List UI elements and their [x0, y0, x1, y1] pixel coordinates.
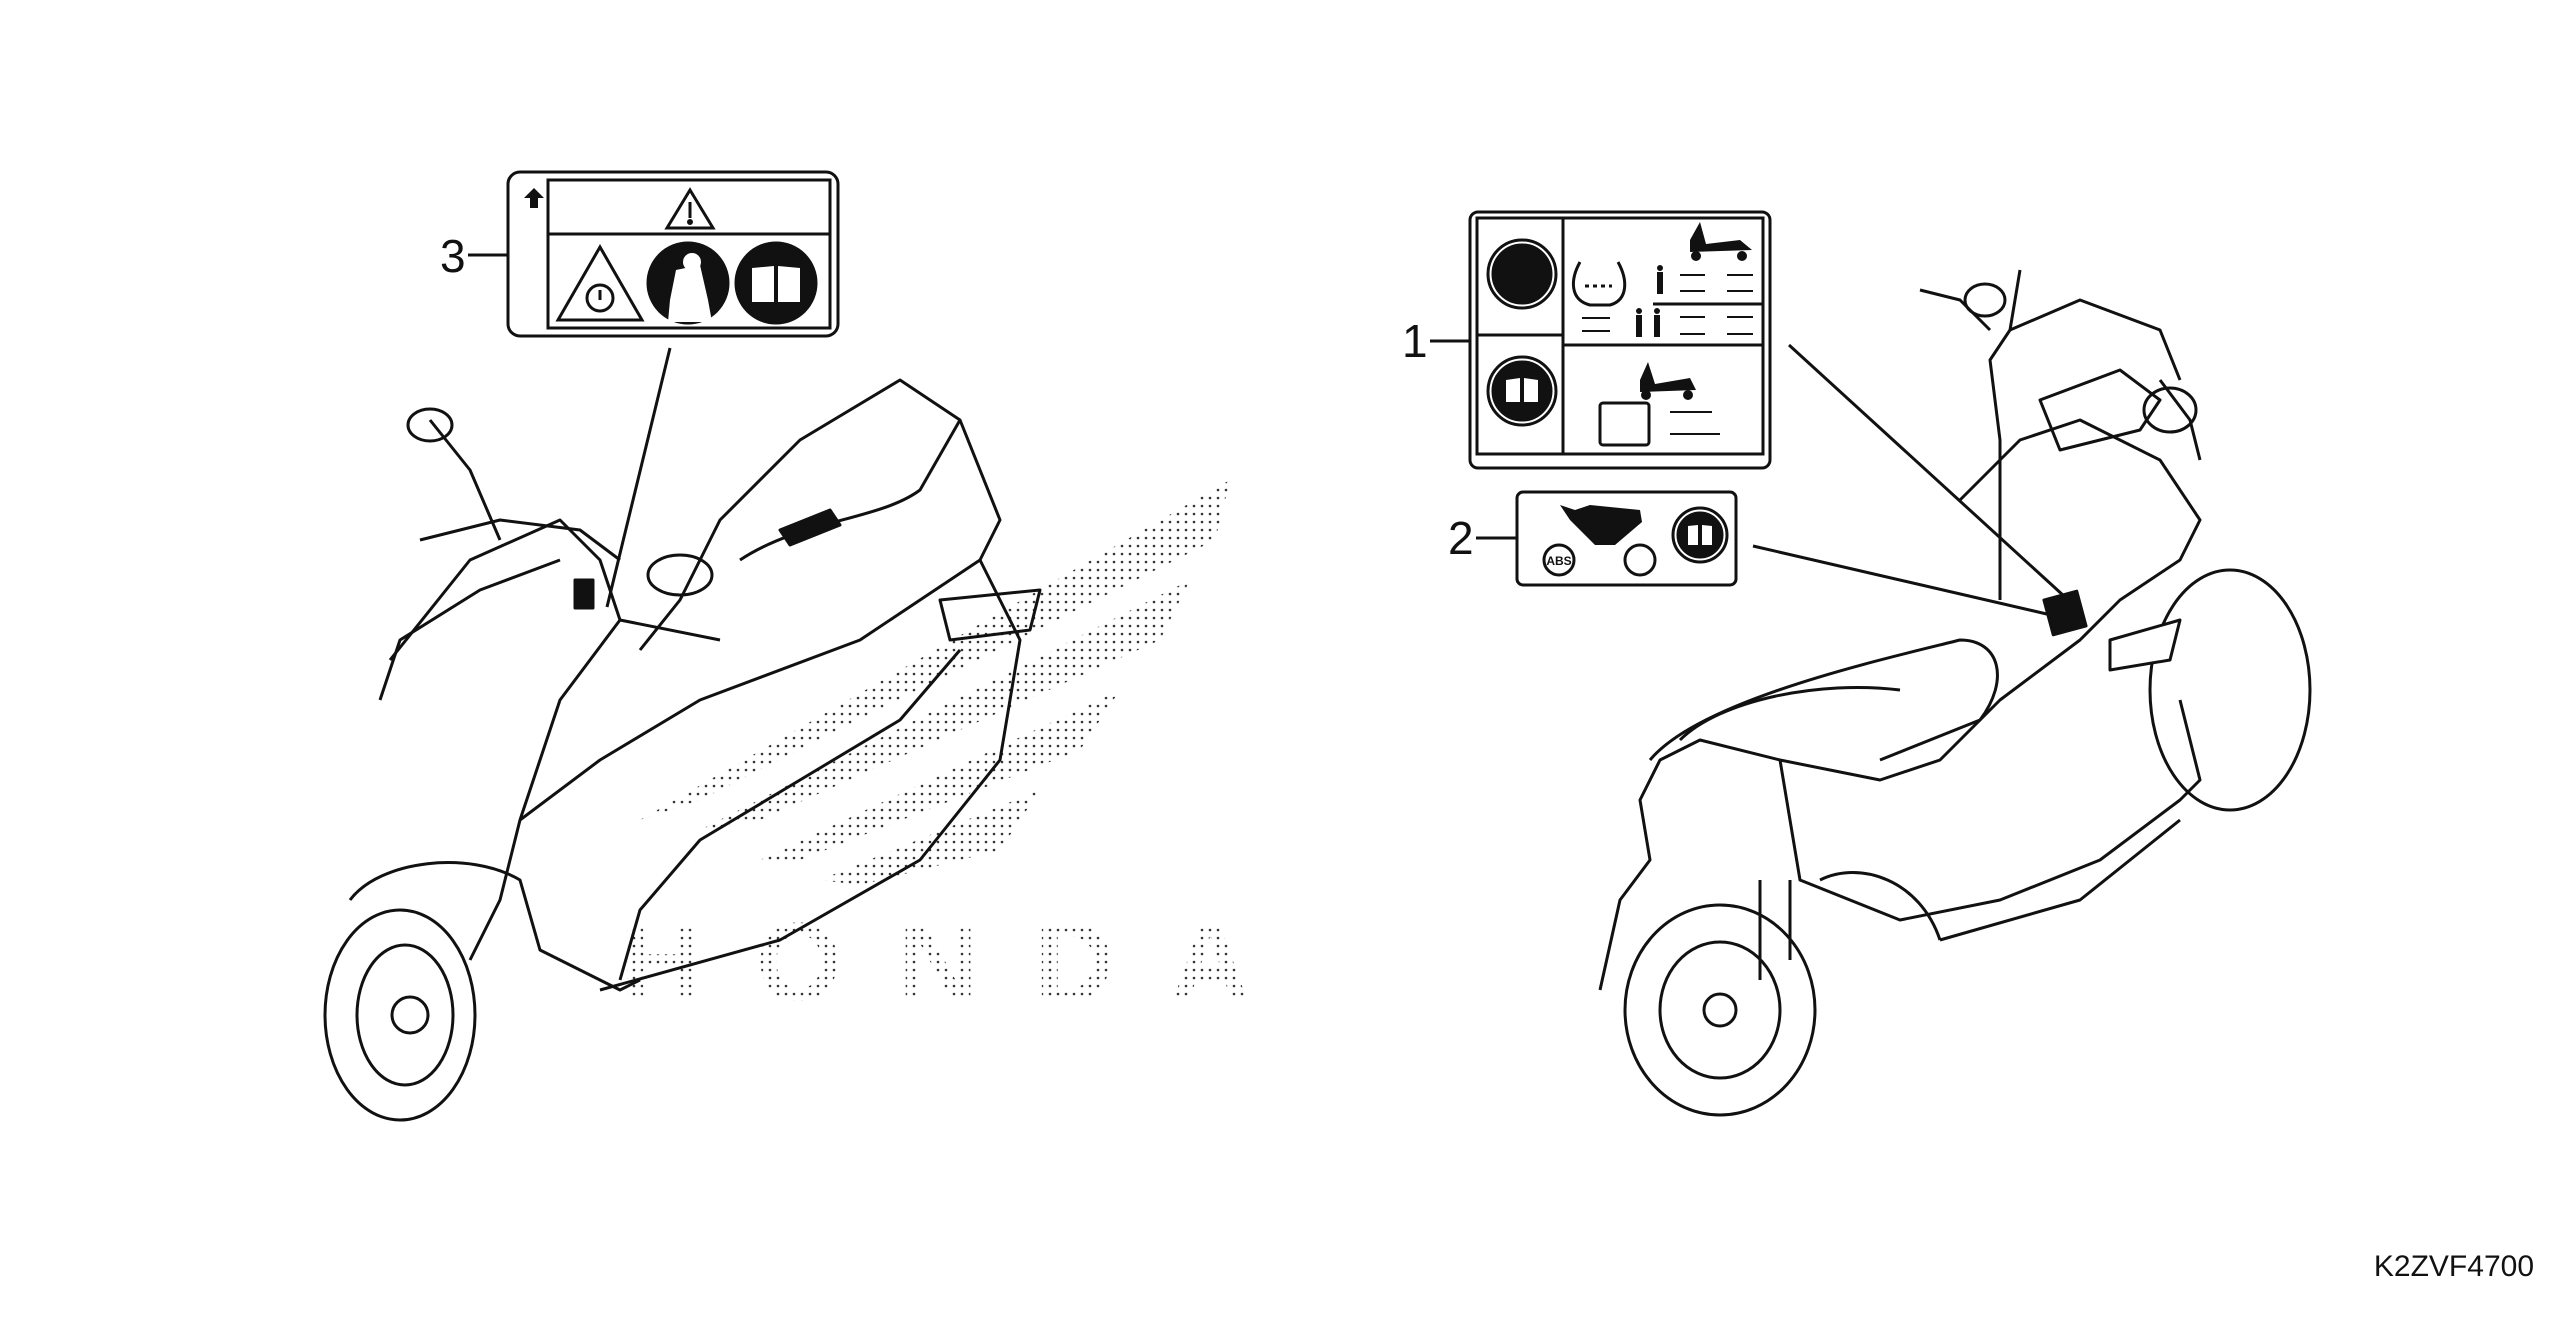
tire-pressure-icon: [1571, 261, 1627, 307]
callout-number-1[interactable]: 1: [1402, 315, 1428, 367]
owners-manual-icon: [1486, 355, 1558, 427]
helmet-gear-icon: [1486, 238, 1558, 310]
label-1-caution-sticker[interactable]: [1468, 210, 1772, 470]
up-arrow-icon: [524, 188, 544, 208]
diagram-code: K2ZVF4700: [2373, 1250, 2534, 1283]
luggage-icon: [1598, 401, 1651, 447]
service-manual-icon: [734, 241, 818, 325]
label-2-abs-sticker[interactable]: [1515, 490, 1738, 587]
leader-lines: [468, 253, 2078, 617]
callout-number-3[interactable]: 3: [440, 230, 466, 282]
honda-watermark-text: HONDA: [620, 901, 1250, 1024]
rider-icons: [1636, 265, 1663, 337]
scooter-front-view: [323, 378, 1042, 1122]
owners-manual-icon-2: [1671, 506, 1729, 564]
label-3-warning-sticker[interactable]: [506, 170, 840, 338]
warning-triangle-icon: [664, 187, 716, 230]
brake-warning-icon: [555, 243, 645, 322]
abs-icon: [1542, 543, 1576, 577]
motorcycle-icon: [1560, 505, 1642, 545]
scooter-rear-view: [1598, 269, 2312, 1117]
scooter-icon: [1640, 222, 1752, 400]
abs-text: ABS: [1546, 554, 1571, 568]
callout-number-2[interactable]: 2: [1448, 512, 1474, 564]
